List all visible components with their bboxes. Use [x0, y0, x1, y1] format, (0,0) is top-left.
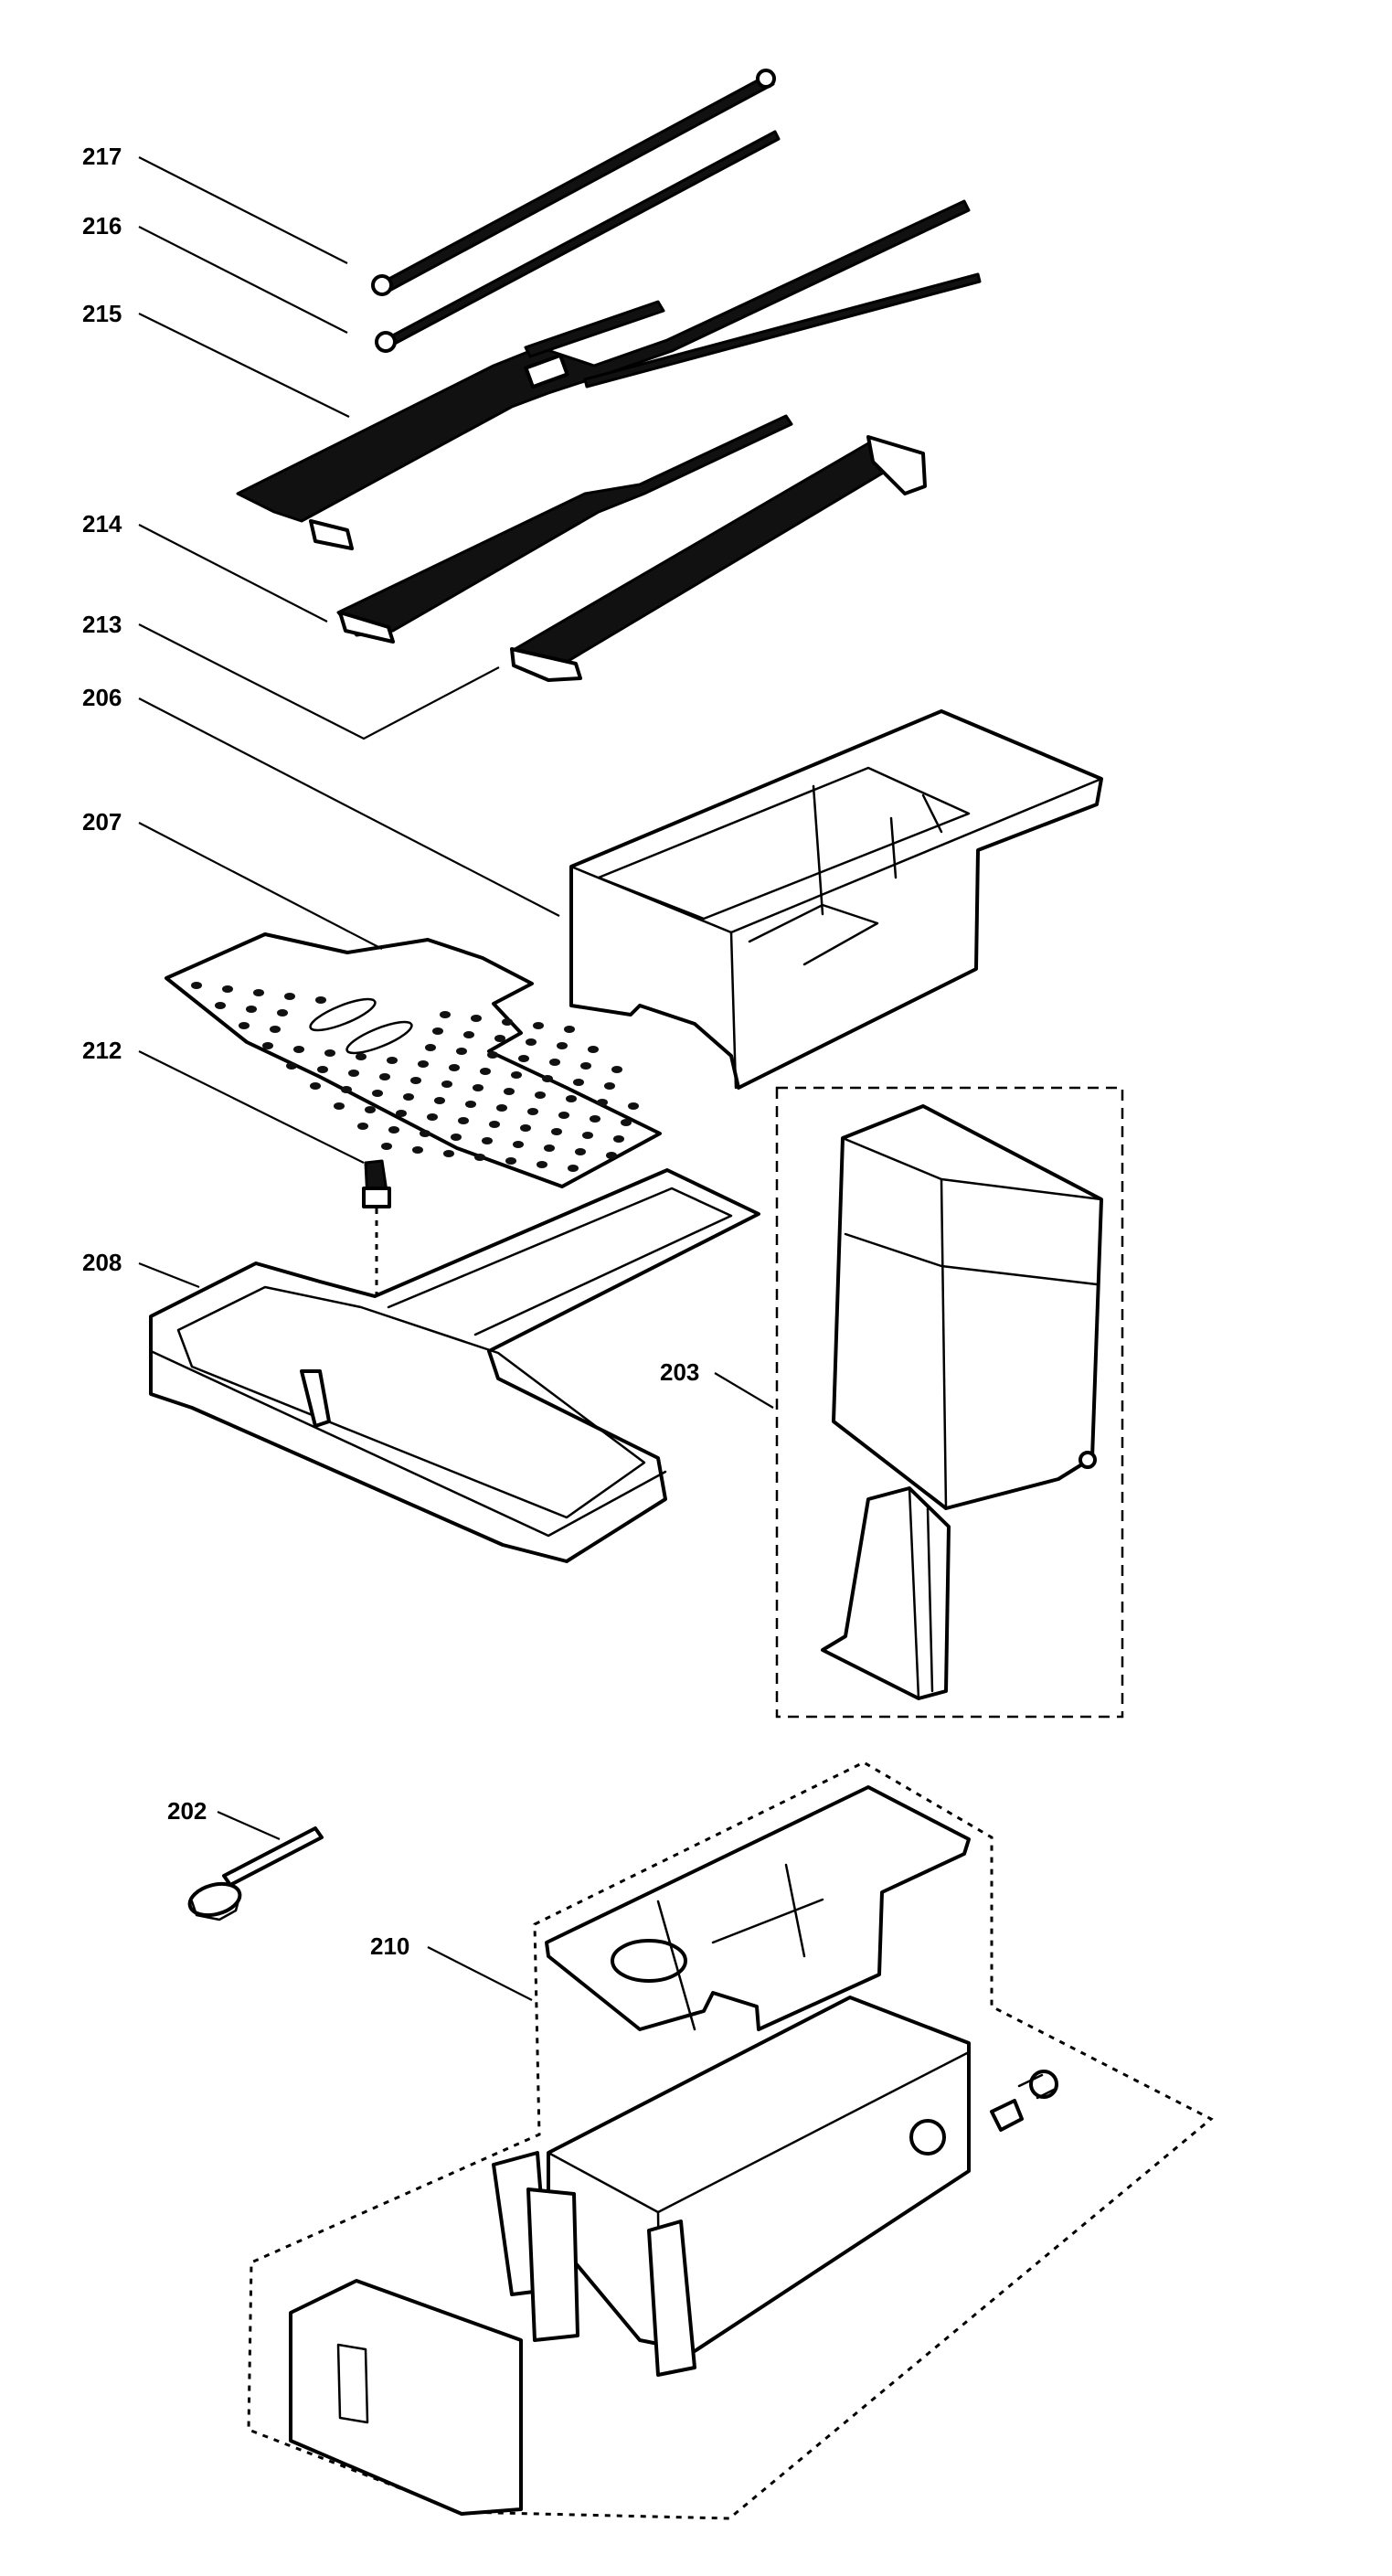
part-202-measuring-spoon: [187, 1826, 324, 1921]
leader-215: [138, 313, 350, 418]
part-207-grid-plate: [165, 932, 662, 1188]
part-214-ribbon-cable: [336, 414, 793, 644]
part-212-plug: [362, 1159, 391, 1316]
part-206-housing: [569, 709, 1103, 1090]
label-214: 214: [82, 510, 122, 538]
part-208-drip-tray: [149, 1168, 760, 1563]
leader-206: [138, 697, 560, 917]
leader-lines: [138, 156, 774, 2001]
label-202: 202: [167, 1797, 207, 1825]
leader-217: [138, 156, 348, 264]
leader-208: [138, 1261, 200, 1289]
part-216-cable-tie: [375, 130, 781, 353]
part-215-ribbon-cable: [236, 199, 982, 550]
label-208: 208: [82, 1249, 122, 1276]
part-210-container-assembly: [247, 1761, 1214, 2520]
label-212: 212: [82, 1037, 122, 1064]
part-203-cover-assembly: [775, 1086, 1124, 1719]
part-217-cable-tie: [371, 69, 776, 296]
label-213: 213: [82, 611, 122, 638]
leader-202: [217, 1810, 281, 1841]
leader-214: [138, 524, 328, 623]
label-207: 207: [82, 808, 122, 836]
part-213-ribbon-cable: [510, 435, 927, 682]
leader-210: [427, 1946, 533, 2001]
leader-212: [138, 1050, 365, 1164]
leader-213: [138, 623, 500, 740]
label-215: 215: [82, 300, 122, 327]
leader-216: [138, 226, 348, 334]
label-217: 217: [82, 143, 122, 170]
label-216: 216: [82, 212, 122, 240]
leader-207: [138, 822, 383, 950]
leader-203: [714, 1372, 774, 1409]
label-210: 210: [370, 1932, 409, 1960]
label-206: 206: [82, 684, 122, 711]
label-203: 203: [660, 1358, 699, 1386]
part-number-labels: 217 216 215 214 213 206 207 212 208 203 …: [82, 143, 699, 1960]
